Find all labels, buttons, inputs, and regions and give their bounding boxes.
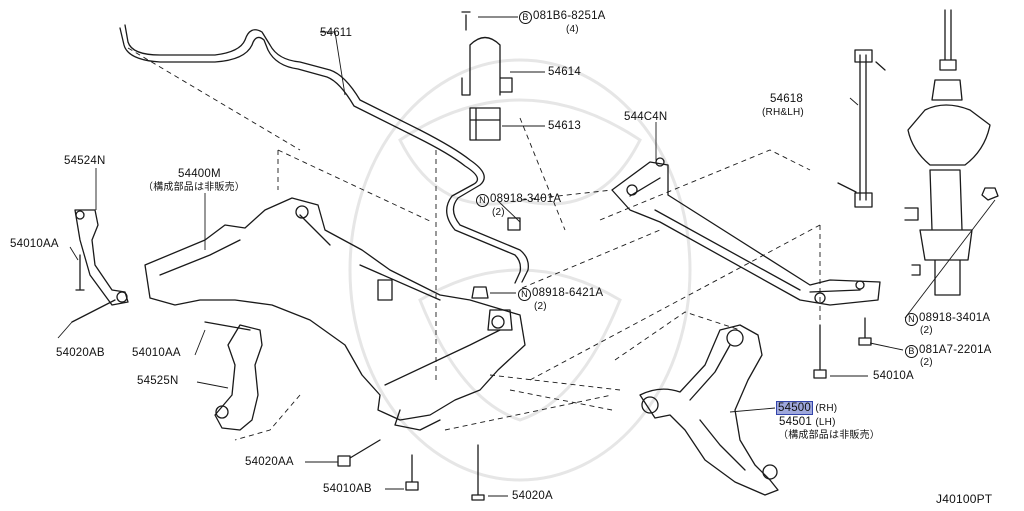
bolt-54010a [813,324,827,379]
callout-54525n: 54525N [137,375,179,387]
callout-54400m-note: （構成部品は非販売） [143,182,245,193]
callout-54010a: 54010A [873,370,914,382]
callout-54400m: 54400M [178,168,221,180]
upper-link [74,209,129,306]
fastener-08918-6421a-qty: (2) [534,301,547,312]
watermark-emblem [348,58,692,482]
callout-54524n: 54524N [64,155,106,167]
callout-54611: 54611 [320,27,353,39]
bolt-54020aa [337,439,381,467]
stabilizer-link [837,49,886,208]
callout-544c4n: 544C4N [624,111,668,123]
fastener-08918-3401a-left-qty: (2) [492,207,505,218]
front-member-stay [611,161,881,306]
callout-54500: 54500 (RH) [776,401,838,415]
callout-54010aa-mid: 54010AA [132,347,181,359]
callout-54614: 54614 [548,66,581,78]
diagram-code: J40100PT [936,492,993,506]
callout-54618: 54618 [770,93,803,105]
callout-54020ab: 54020AB [56,347,105,359]
transverse-link [639,324,779,496]
lower-link [214,324,263,431]
callout-54618-note: (RH&LH) [762,107,804,118]
bushing [469,107,501,141]
bolt-081a7 [858,317,872,346]
fastener-081b6-8251a-qty: (4) [566,24,579,35]
callout-54501: 54501 (LH) [779,416,836,428]
callout-54010aa-left: 54010AA [10,238,59,250]
callout-54501-note: （構成部品は非販売） [778,430,880,441]
stabilizer-bar [124,24,529,283]
fastener-08918-3401a-right-qty: (2) [920,325,933,336]
bolt-54020a [471,444,485,501]
strut-assembly [907,9,991,296]
callout-54020a: 54020A [512,490,553,502]
bolt-54010ab [405,454,419,491]
callout-54020aa: 54020AA [245,456,294,468]
nut-08918-6421a [471,286,489,299]
bushing-clamp [461,36,513,96]
fastener-081a7-2201a-qty: (2) [920,357,933,368]
nut-08918-3401a-right [981,187,999,201]
callout-54613: 54613 [548,120,581,132]
suspension-member [144,197,526,421]
callout-54010ab: 54010AB [323,483,372,495]
